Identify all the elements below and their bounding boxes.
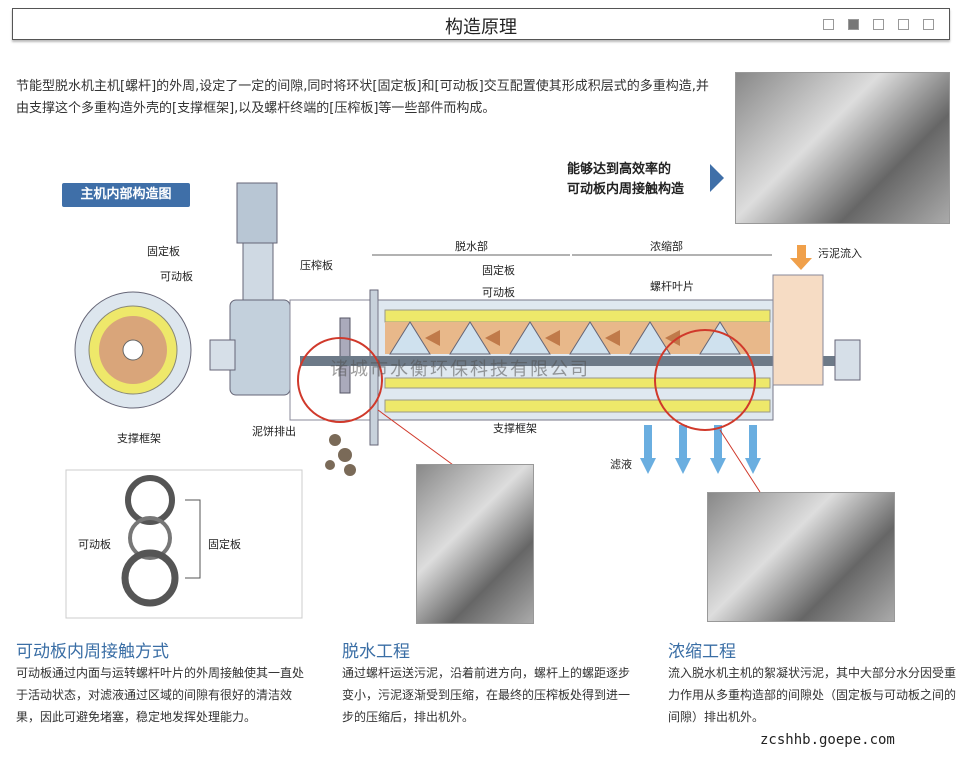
section-title: 可动板内周接触方式 bbox=[16, 642, 169, 662]
label-dewater-section: 脱水部 bbox=[455, 240, 488, 253]
pager-dot[interactable] bbox=[823, 19, 834, 30]
sludge-arrows bbox=[425, 330, 680, 346]
footer-url[interactable]: zcshhb.goepe.com bbox=[760, 732, 895, 748]
pager-dot[interactable] bbox=[898, 19, 909, 30]
sludge-in-arrow-icon bbox=[790, 245, 812, 270]
ring-box bbox=[65, 469, 303, 619]
label-sludge-in: 污泥流入 bbox=[818, 247, 862, 260]
page-title: 构造原理 bbox=[445, 17, 517, 38]
thicken-photo bbox=[707, 492, 895, 622]
callout-circle bbox=[297, 337, 383, 423]
machine-photo bbox=[735, 72, 950, 224]
dewater-photo bbox=[416, 464, 534, 624]
pager-dot[interactable] bbox=[923, 19, 934, 30]
sludge-cake bbox=[325, 434, 356, 476]
highlight-caption: 能够达到高效率的可动板内周接触构造 bbox=[567, 160, 684, 200]
diagram-badge: 主机内部构造图 bbox=[62, 183, 190, 207]
header-bar: 构造原理 bbox=[12, 8, 950, 40]
label-moving-plate: 可动板 bbox=[482, 286, 515, 299]
ring-fixed bbox=[125, 475, 175, 525]
pager-dot-active[interactable] bbox=[848, 19, 859, 30]
fixed-moving-plates-bottom bbox=[384, 399, 771, 413]
label-thicken-section: 浓缩部 bbox=[650, 240, 683, 253]
screw-shaft bbox=[300, 356, 860, 366]
filtrate-arrows bbox=[640, 425, 761, 474]
inlet-hopper bbox=[772, 274, 824, 386]
label-cake-out: 泥饼排出 bbox=[252, 425, 296, 438]
section-text: 流入脱水机主机的絮凝状污泥，其中大部分水分因受重力作用从多重构造部的间隙处（固定… bbox=[668, 666, 957, 724]
highlight-line: 能够达到高效率的 bbox=[567, 162, 672, 177]
label-ring-fixed: 固定板 bbox=[208, 538, 241, 551]
label-screw-blade: 螺杆叶片 bbox=[650, 280, 694, 293]
label-moving-plate: 可动板 bbox=[160, 270, 193, 283]
section-text: 通过螺杆运送污泥，沿着前进方向，螺杆上的螺距逐步变小，污泥逐渐受到压缩，在最终的… bbox=[342, 666, 631, 724]
ring-moving bbox=[128, 516, 172, 560]
label-fixed-plate: 固定板 bbox=[147, 245, 180, 258]
label-support-frame: 支撑框架 bbox=[493, 422, 537, 435]
fixed-moving-plates-top bbox=[384, 309, 771, 323]
label-press-plate: 压榨板 bbox=[300, 259, 333, 272]
label-filtrate: 滤液 bbox=[610, 458, 632, 471]
ring-fixed bbox=[121, 549, 179, 607]
label-ring-moving: 可动板 bbox=[78, 538, 111, 551]
intro-text: 节能型脱水机主机[螺杆]的外周,设定了一定的间隙,同时将环状[固定板]和[可动板… bbox=[16, 79, 709, 116]
press-plate bbox=[339, 317, 351, 394]
label-fixed-plate: 固定板 bbox=[482, 264, 515, 277]
callout-circle bbox=[654, 329, 756, 431]
motor bbox=[236, 182, 278, 244]
label-support-frame: 支撑框架 bbox=[117, 432, 161, 445]
pager-dot[interactable] bbox=[873, 19, 884, 30]
section-title: 浓缩工程 bbox=[668, 642, 736, 662]
gearbox bbox=[229, 299, 291, 396]
arrow-right-icon bbox=[710, 164, 724, 192]
highlight-line: 可动板内周接触构造 bbox=[567, 182, 685, 197]
watermark: 诸城市水衡环保科技有限公司 bbox=[330, 359, 590, 380]
section-text: 可动板通过内面与运转螺杆叶片的外周接触使其一直处于活动状态，对滤液通过区域的间隙… bbox=[16, 666, 305, 724]
section-title: 脱水工程 bbox=[342, 642, 410, 662]
